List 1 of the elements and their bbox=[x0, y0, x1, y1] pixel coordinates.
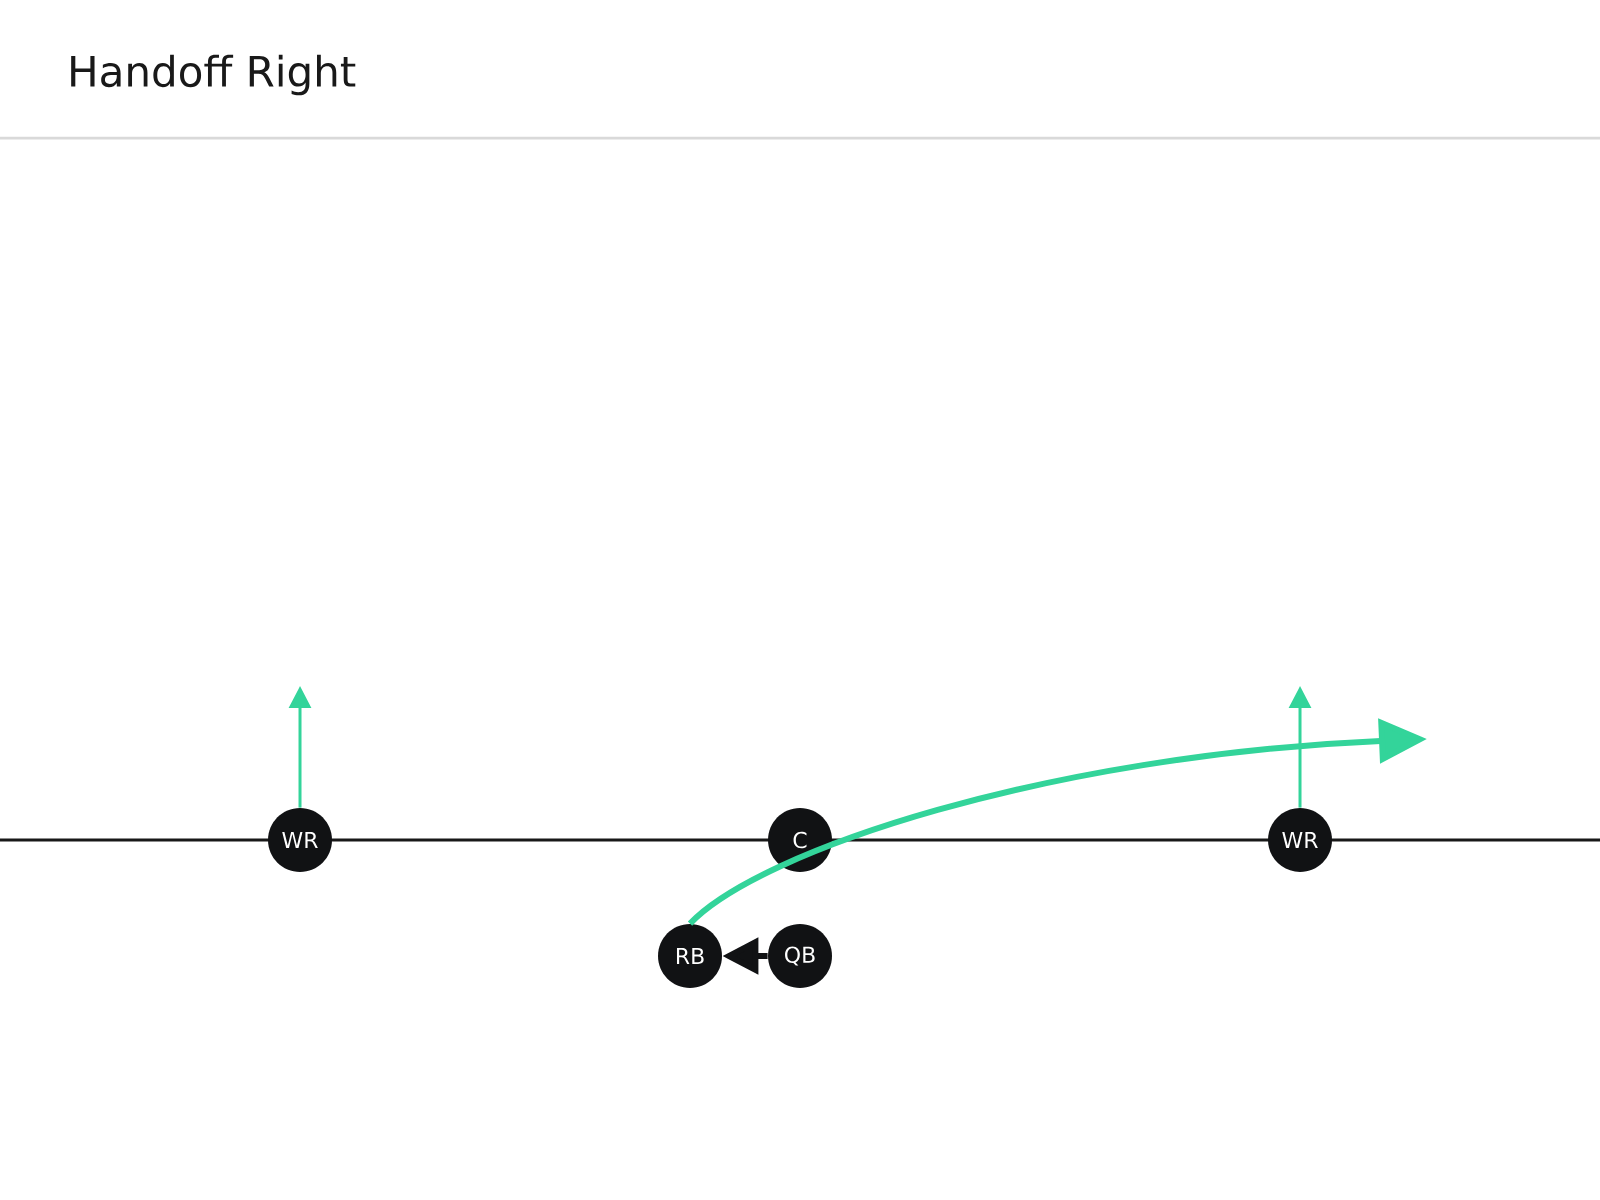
title: Handoff Right bbox=[71, 54, 356, 96]
